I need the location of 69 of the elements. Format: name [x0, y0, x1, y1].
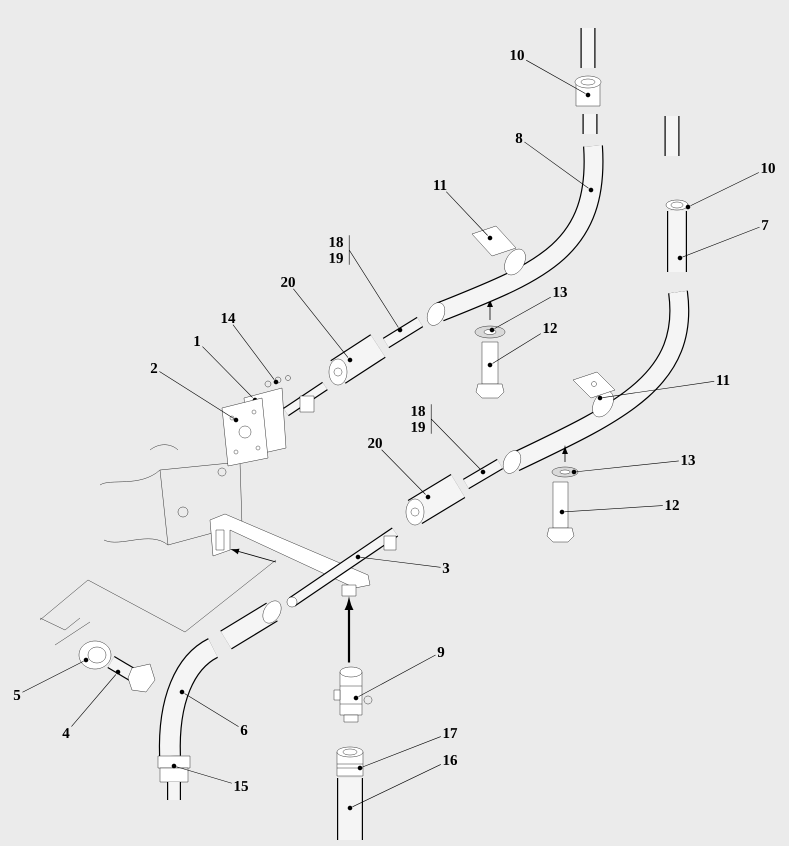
collar-drawing — [666, 200, 690, 210]
leader-line — [381, 449, 426, 495]
callout-number: 14 — [222, 313, 236, 323]
nipple-drawing — [382, 316, 424, 348]
callout-number: 11 — [717, 375, 730, 385]
washer-drawing — [552, 466, 578, 478]
callout-number: 20 — [281, 276, 295, 288]
callout-number: 5 — [14, 690, 20, 700]
leader-line — [446, 191, 488, 236]
leader-line — [494, 296, 552, 329]
callout-number: 7 — [762, 220, 768, 230]
nipple-drawing — [462, 458, 504, 490]
callout-number: 18 19 — [330, 236, 343, 264]
tube-drawing — [337, 778, 363, 840]
leader-line — [602, 381, 714, 398]
collar-drawing — [336, 746, 364, 776]
callout-number: 3 — [442, 562, 450, 574]
callout-number: 17 — [444, 728, 458, 738]
rod-drawing — [286, 527, 398, 608]
bolt-drawing — [476, 342, 504, 398]
leader-line — [360, 557, 441, 568]
leader-line — [430, 404, 481, 470]
leader-line — [524, 142, 589, 188]
callout-number: 18 19 — [412, 406, 425, 432]
leader-line — [202, 346, 253, 398]
callout-number: 13 — [682, 454, 695, 466]
nut-drawing — [158, 756, 190, 800]
callout-number: 1 — [194, 336, 200, 346]
leader-line — [576, 460, 680, 472]
callout-number: 4 — [62, 728, 70, 738]
leader-line — [348, 234, 399, 328]
leader-line — [352, 764, 442, 808]
leader-line — [362, 736, 442, 768]
callout-number: 16 — [444, 754, 458, 766]
nut-drawing — [406, 474, 466, 526]
fitting-drawing — [574, 76, 602, 106]
leader-line — [358, 654, 436, 697]
tube-drawing — [667, 211, 687, 272]
leader-line — [682, 226, 760, 258]
callout-number: 2 — [150, 363, 158, 373]
callout-number: 10 — [510, 50, 524, 60]
leader-line — [492, 333, 542, 364]
callout-number: 9 — [438, 646, 444, 658]
fitting-drawing — [334, 666, 372, 722]
washer-drawing — [78, 640, 112, 670]
leader-line — [293, 288, 348, 358]
bracket-drawing — [472, 226, 526, 276]
leader-line — [526, 60, 586, 94]
leader-line — [71, 674, 116, 727]
bolt-drawing — [546, 482, 574, 542]
hose-drawing — [158, 600, 282, 756]
leader-line — [22, 660, 84, 693]
leader-line — [184, 693, 239, 727]
washer-drawing — [474, 326, 506, 338]
callout-number: 12 — [544, 323, 557, 333]
nut-drawing — [328, 334, 386, 386]
pin-drawing — [264, 375, 291, 388]
plate-drawing — [222, 398, 268, 466]
bolt-drawing — [107, 656, 156, 692]
leader-line — [159, 371, 234, 419]
callout-number: 8 — [516, 132, 522, 144]
leader-line — [176, 766, 232, 784]
leader-line — [564, 505, 664, 512]
callout-number: 15 — [234, 780, 248, 792]
leader-line — [232, 324, 274, 380]
callout-number: 20 — [368, 438, 382, 448]
leader-line — [690, 172, 760, 206]
callout-number: 10 — [762, 162, 775, 174]
callout-number: 12 — [666, 500, 679, 510]
